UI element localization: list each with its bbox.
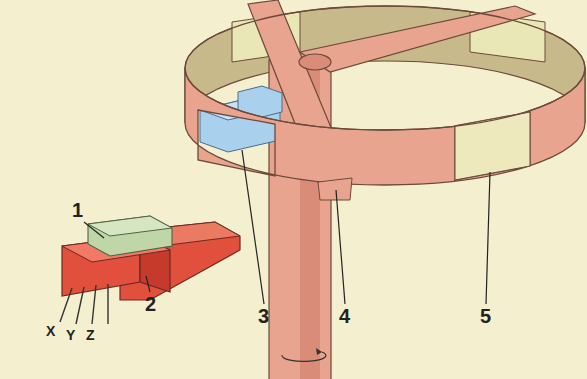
wire-label: Z	[86, 328, 95, 342]
leader-line	[146, 276, 150, 292]
arrow-head	[316, 348, 322, 355]
wire-label: Y	[66, 328, 75, 342]
leader-line	[242, 150, 264, 304]
leader-line	[84, 222, 104, 238]
front-window	[455, 112, 530, 180]
leader-line	[486, 172, 490, 304]
spoke	[300, 6, 535, 72]
callout-number: 4	[339, 306, 350, 326]
leader-line	[336, 190, 345, 304]
wire	[60, 284, 108, 324]
spoke-end	[318, 178, 352, 200]
hub	[299, 54, 331, 70]
rim-top-edge	[185, 6, 585, 130]
callout-number: 5	[480, 306, 491, 326]
cover-top	[88, 216, 172, 236]
callout-number: 1	[72, 200, 83, 220]
callout-number: 2	[145, 294, 156, 314]
callout-number: 3	[258, 306, 269, 326]
wire-label: X	[46, 324, 55, 338]
